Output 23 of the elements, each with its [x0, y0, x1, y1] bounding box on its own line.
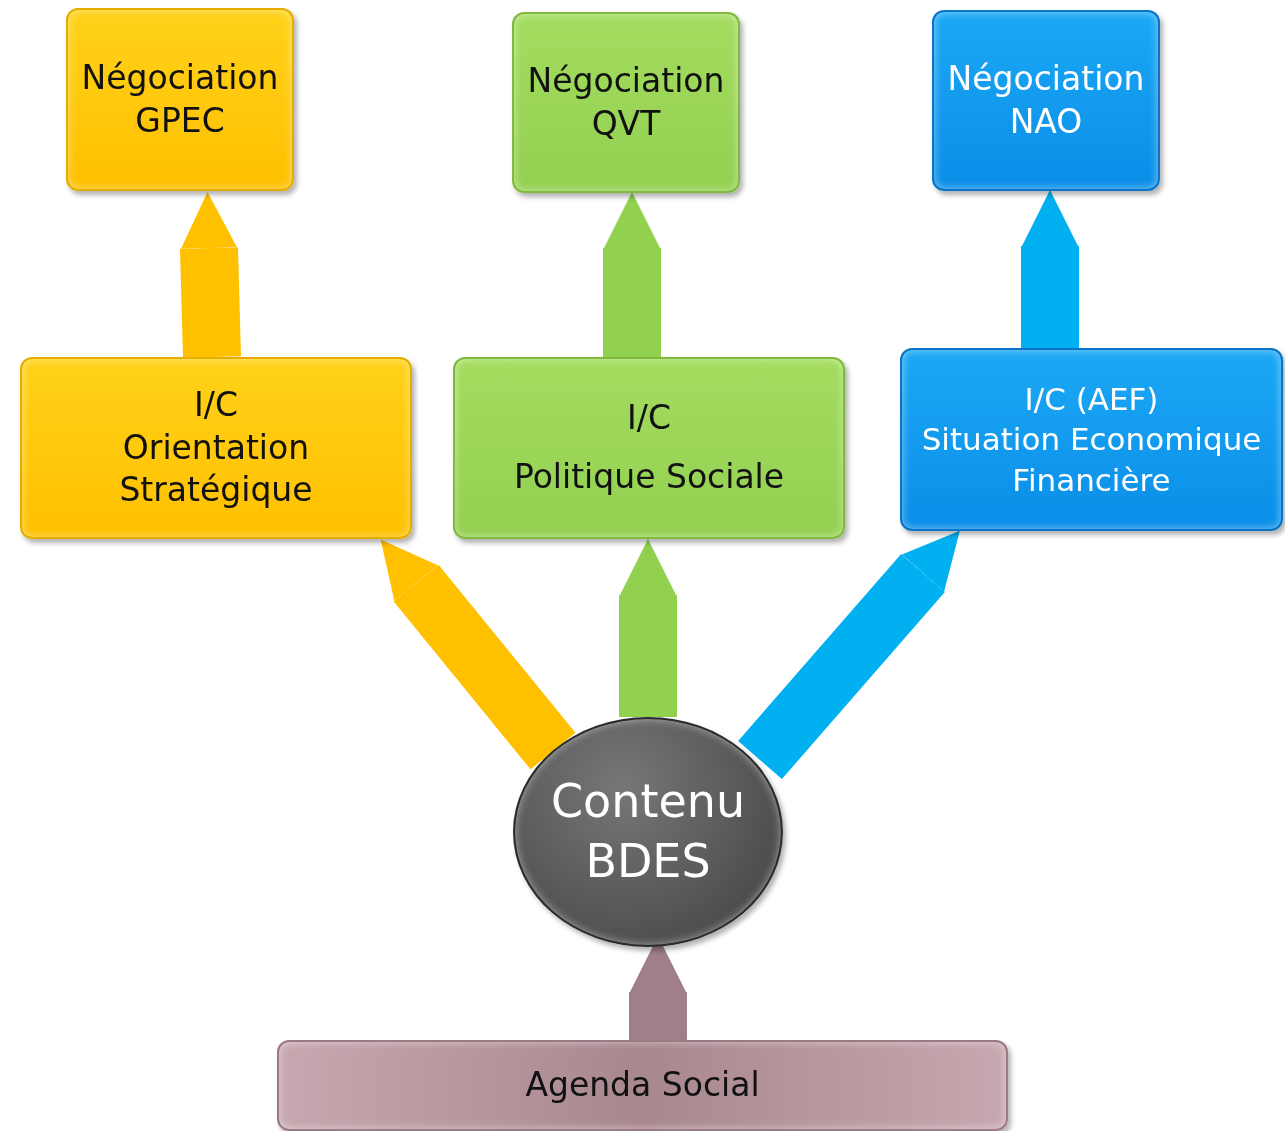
block-arrow — [180, 192, 241, 358]
node-label: Politique Sociale — [512, 456, 786, 498]
block-arrow — [603, 192, 661, 357]
rounded-box — [277, 1040, 1008, 1131]
block-arrow — [738, 530, 960, 780]
node-label: Contenu BDES — [549, 773, 747, 890]
node-label: I/C — [626, 397, 672, 440]
node-label: Négociation GPEC — [80, 56, 280, 142]
node-label: I/C Orientation Stratégique — [118, 383, 314, 512]
block-arrow — [380, 539, 576, 770]
rounded-box — [20, 357, 412, 539]
rounded-box — [512, 12, 740, 193]
rounded-box — [900, 348, 1283, 531]
rounded-box — [932, 10, 1160, 191]
rounded-box — [453, 357, 845, 539]
node-label: I/C (AEF) — [1023, 380, 1160, 420]
node-label: Négociation QVT — [526, 59, 726, 145]
rounded-box — [66, 8, 294, 191]
block-arrow — [619, 539, 677, 717]
node-label: Agenda Social — [524, 1064, 761, 1107]
block-arrow — [1021, 190, 1079, 348]
node-label: Situation Economique Financière — [920, 420, 1263, 500]
node-label: Négociation NAO — [946, 57, 1146, 143]
